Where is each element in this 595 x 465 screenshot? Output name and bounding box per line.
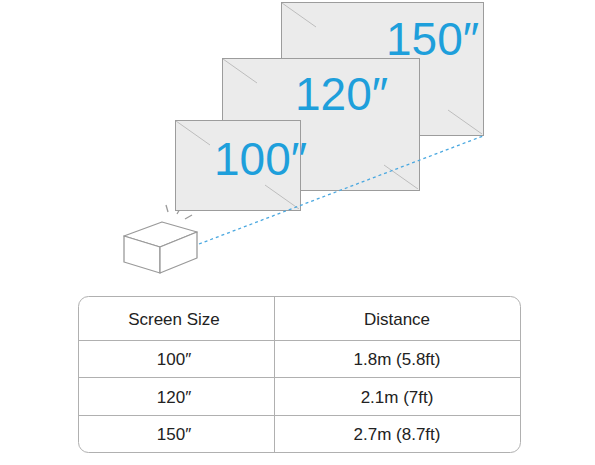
table-cell: 2.7m (8.7ft): [354, 426, 441, 443]
projector-right: [160, 232, 197, 273]
table-border: [79, 297, 521, 453]
projector-left: [124, 236, 160, 273]
corner-line: [282, 3, 316, 27]
projector-icon: [124, 205, 197, 273]
table-cell: 1.8m (5.8ft): [354, 351, 441, 368]
projection-line: [199, 136, 483, 244]
table-cell: 120″: [157, 389, 191, 406]
table-header: Screen Size: [128, 311, 220, 328]
table-rule: [79, 340, 521, 341]
table-cell: 2.1m (7ft): [361, 389, 434, 406]
screen-size-label: 150″: [386, 16, 479, 62]
projection-screen: 100″: [175, 120, 301, 211]
corner-line: [265, 185, 299, 209]
table-header: Distance: [364, 311, 430, 328]
distance-table: [79, 297, 521, 453]
light-ray: [166, 205, 168, 212]
light-ray: [185, 215, 192, 219]
table-column-rule: [274, 297, 275, 453]
corner-line: [448, 110, 482, 134]
screen-size-label: 100″: [214, 136, 307, 182]
corner-line: [176, 121, 210, 145]
screen-size-label: 120″: [295, 71, 388, 117]
table-cell: 100″: [157, 351, 191, 368]
table-cell: 150″: [157, 426, 191, 443]
corner-line: [223, 59, 257, 83]
table-rule: [79, 377, 521, 378]
table-rule: [79, 415, 521, 416]
corner-line: [384, 165, 418, 189]
